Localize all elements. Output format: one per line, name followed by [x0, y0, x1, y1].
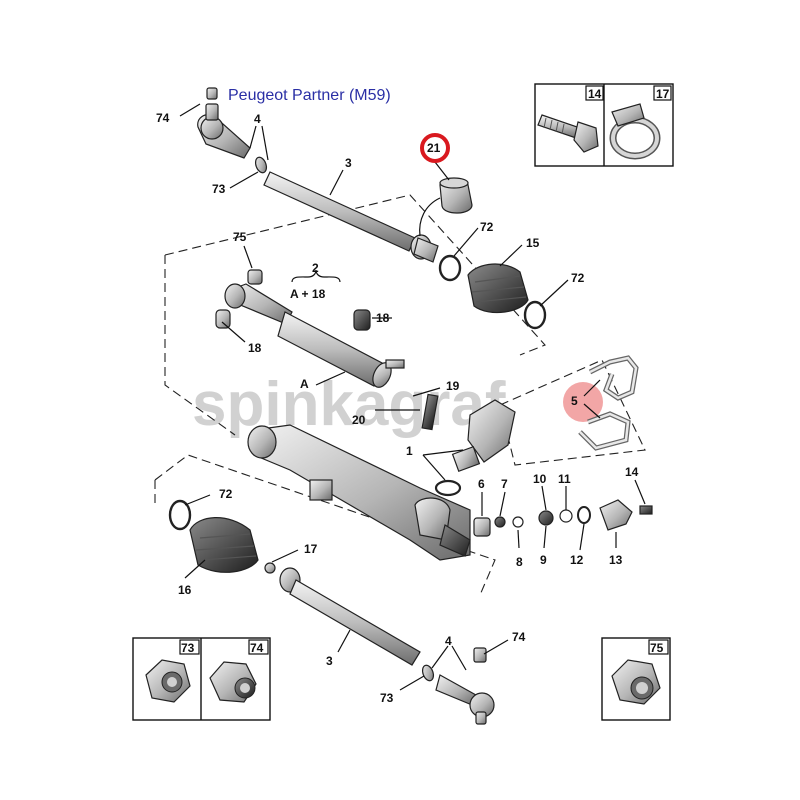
lower-nut-73 — [421, 664, 435, 682]
callout-75: 75 — [233, 230, 247, 244]
assembly-outline-right — [499, 359, 646, 466]
steering-valve — [451, 399, 516, 472]
callout-14-mid: 14 — [625, 465, 639, 479]
adjuster-parts — [473, 499, 653, 537]
inset-box-top-right: 14 17 — [534, 83, 674, 167]
part-18-bush-lower — [215, 309, 231, 329]
part-21-cap — [439, 177, 473, 214]
callout-18-left: 18 — [248, 341, 262, 355]
callout-12: 12 — [570, 553, 584, 567]
callout-7: 7 — [501, 477, 508, 491]
callout-9: 9 — [540, 553, 547, 567]
group-brace — [291, 269, 341, 283]
upper-tie-rod-end — [197, 87, 251, 159]
watermark-text: spinkagraf — [192, 370, 506, 439]
inset-label-17: 17 — [656, 87, 670, 101]
part-72-ring-b — [523, 300, 547, 330]
part-19-bolt — [421, 393, 439, 431]
callout-11: 11 — [558, 472, 571, 486]
callout-3-bottom: 3 — [326, 654, 333, 668]
upper-nut-73 — [254, 156, 268, 174]
rack-housing — [247, 424, 471, 561]
callout-8: 8 — [516, 555, 523, 569]
callout-72-b: 72 — [571, 271, 585, 285]
nut-75-illustration — [611, 659, 661, 705]
assembly-outline-lower — [154, 454, 496, 596]
bolt-14-illustration — [537, 114, 599, 153]
callout-16: 16 — [178, 583, 192, 597]
inset-label-74: 74 — [250, 641, 264, 655]
highlight-ring-21 — [420, 133, 450, 163]
hydraulic-pipes-5 — [578, 355, 639, 451]
power-cylinder-A — [224, 283, 405, 388]
callout-4-bottom: 4 — [445, 634, 452, 648]
o-ring-1 — [434, 479, 462, 497]
callout-18-right: 18 — [376, 311, 390, 325]
part-15-boot — [467, 263, 529, 314]
callout-labels: 74 4 73 3 21 72 15 72 75 2 A + 18 18 18 … — [156, 111, 639, 705]
callout-2-sub: A + 18 — [290, 287, 326, 301]
callout-20: 20 — [352, 413, 366, 427]
callout-74-top: 74 — [156, 111, 170, 125]
callout-A: A — [300, 377, 309, 391]
callout-10: 10 — [533, 472, 547, 486]
callout-73-top: 73 — [212, 182, 226, 196]
callout-15: 15 — [526, 236, 540, 250]
callout-6: 6 — [478, 477, 485, 491]
callout-1: 1 — [406, 444, 413, 458]
inset-label-75: 75 — [650, 641, 664, 655]
callout-72-c: 72 — [219, 487, 233, 501]
callout-74-bottom: 74 — [512, 630, 526, 644]
part-72-ring-a — [438, 254, 462, 282]
part-18-bush-upper — [353, 309, 371, 331]
inset-box-bottom-left: 73 74 — [132, 637, 271, 721]
inset-label-73: 73 — [181, 641, 195, 655]
callout-72-a: 72 — [480, 220, 494, 234]
callout-19: 19 — [446, 379, 460, 393]
lower-tie-rod-end — [435, 647, 495, 725]
callout-73-bottom: 73 — [380, 691, 394, 705]
callout-21: 21 — [427, 141, 441, 155]
callout-13: 13 — [609, 553, 623, 567]
callout-4-top: 4 — [254, 112, 261, 126]
inset-box-bottom-right: 75 — [601, 637, 671, 721]
part-75-bush — [247, 269, 263, 285]
upper-tie-rod-3 — [263, 171, 439, 263]
clamp-17-illustration — [609, 103, 661, 160]
callout-2: 2 — [312, 261, 319, 275]
callout-3-top: 3 — [345, 156, 352, 170]
part-72-ring-c — [168, 499, 192, 531]
leader-lines — [179, 103, 646, 691]
callout-5: 5 — [571, 394, 578, 408]
nut-73-illustration — [145, 659, 191, 703]
callout-17-mid: 17 — [304, 542, 318, 556]
part-16-boot — [189, 517, 259, 573]
lower-tie-rod-3 — [279, 567, 421, 666]
nut-74-illustration — [209, 661, 257, 703]
part-17-clip — [264, 562, 276, 574]
diagram-title: Peugeot Partner (M59) — [228, 87, 391, 104]
inset-label-14: 14 — [588, 87, 602, 101]
